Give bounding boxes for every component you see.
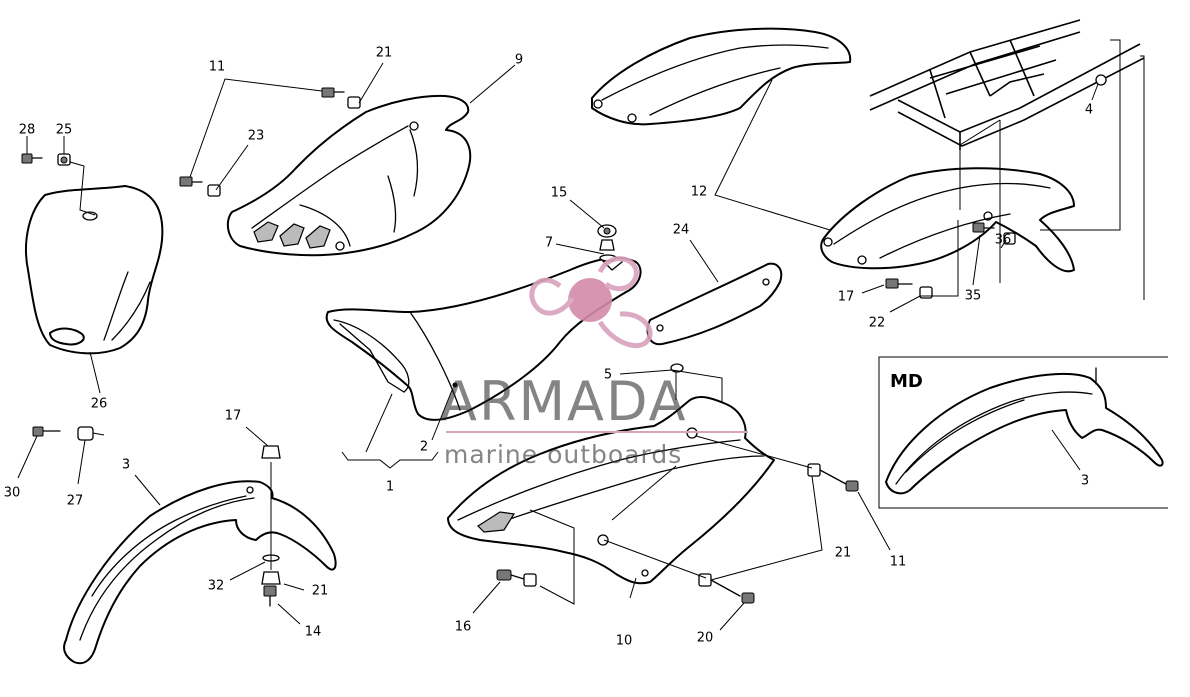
callout-20: 20 — [697, 631, 714, 646]
callout-21: 21 — [376, 46, 393, 61]
inset-title: MD — [890, 371, 923, 392]
hardware-15-7 — [597, 224, 617, 262]
callout-5: 5 — [604, 368, 612, 383]
callout-14: 14 — [305, 625, 322, 640]
callout-10: 10 — [616, 634, 633, 649]
callout-3: 3 — [122, 458, 130, 473]
callout-15: 15 — [551, 186, 568, 201]
callout-16: 16 — [455, 620, 472, 635]
seat-part — [325, 256, 642, 421]
rear-subframe — [869, 19, 1145, 150]
callout-32: 32 — [208, 579, 225, 594]
callout-17: 17 — [225, 409, 242, 424]
callout-12: 12 — [691, 185, 708, 200]
callout-30: 30 — [4, 486, 21, 501]
callout-9: 9 — [515, 53, 523, 68]
watermark-subtitle: marine outboards — [444, 440, 682, 469]
armada-watermark: ARMADA marine outboards — [440, 256, 748, 469]
callout-1: 1 — [386, 480, 394, 495]
callout-26: 26 — [91, 397, 108, 412]
callout-2: 2 — [420, 440, 428, 455]
callout-28: 28 — [19, 123, 36, 138]
callout-21: 21 — [312, 584, 329, 599]
callout-24: 24 — [673, 223, 690, 238]
front-number-plate-part — [25, 185, 164, 355]
hardware-17-32-21-14 — [261, 445, 281, 607]
right-side-panel-part — [447, 396, 775, 585]
callout-35: 35 — [965, 289, 982, 304]
callout-21: 21 — [835, 546, 852, 561]
hardware-5-16-20-21-11 — [496, 363, 859, 604]
callout-27: 27 — [67, 494, 84, 509]
rear-fender-part-upper — [591, 27, 852, 126]
hardware-28-25 — [21, 153, 71, 166]
callout-11: 11 — [209, 60, 226, 75]
callout-7: 7 — [545, 236, 553, 251]
cover-plate-part — [646, 262, 783, 346]
hardware-11-21-23 — [179, 87, 361, 197]
callout-3: 3 — [1081, 474, 1089, 489]
rear-fender-part-mounted — [820, 167, 1075, 273]
hardware-17-22-35-36 — [885, 222, 1016, 299]
callout-17: 17 — [838, 290, 855, 305]
propeller-logo — [529, 256, 653, 349]
callout-36: 36 — [995, 233, 1012, 248]
leader-lines — [17, 39, 1145, 631]
left-side-panel-part — [226, 94, 472, 257]
watermark-title: ARMADA — [440, 370, 688, 433]
callout-4: 4 — [1085, 103, 1093, 118]
front-fender-part — [63, 480, 337, 665]
hardware-30-27 — [32, 426, 94, 441]
md-inset-box: MD — [878, 356, 1168, 509]
callout-22: 22 — [869, 316, 886, 331]
callout-11: 11 — [890, 555, 907, 570]
callout-25: 25 — [56, 123, 73, 138]
callout-labels: 11 21 9 28 25 23 26 4 12 15 7 24 36 17 3… — [4, 46, 1093, 649]
callout-23: 23 — [248, 129, 265, 144]
